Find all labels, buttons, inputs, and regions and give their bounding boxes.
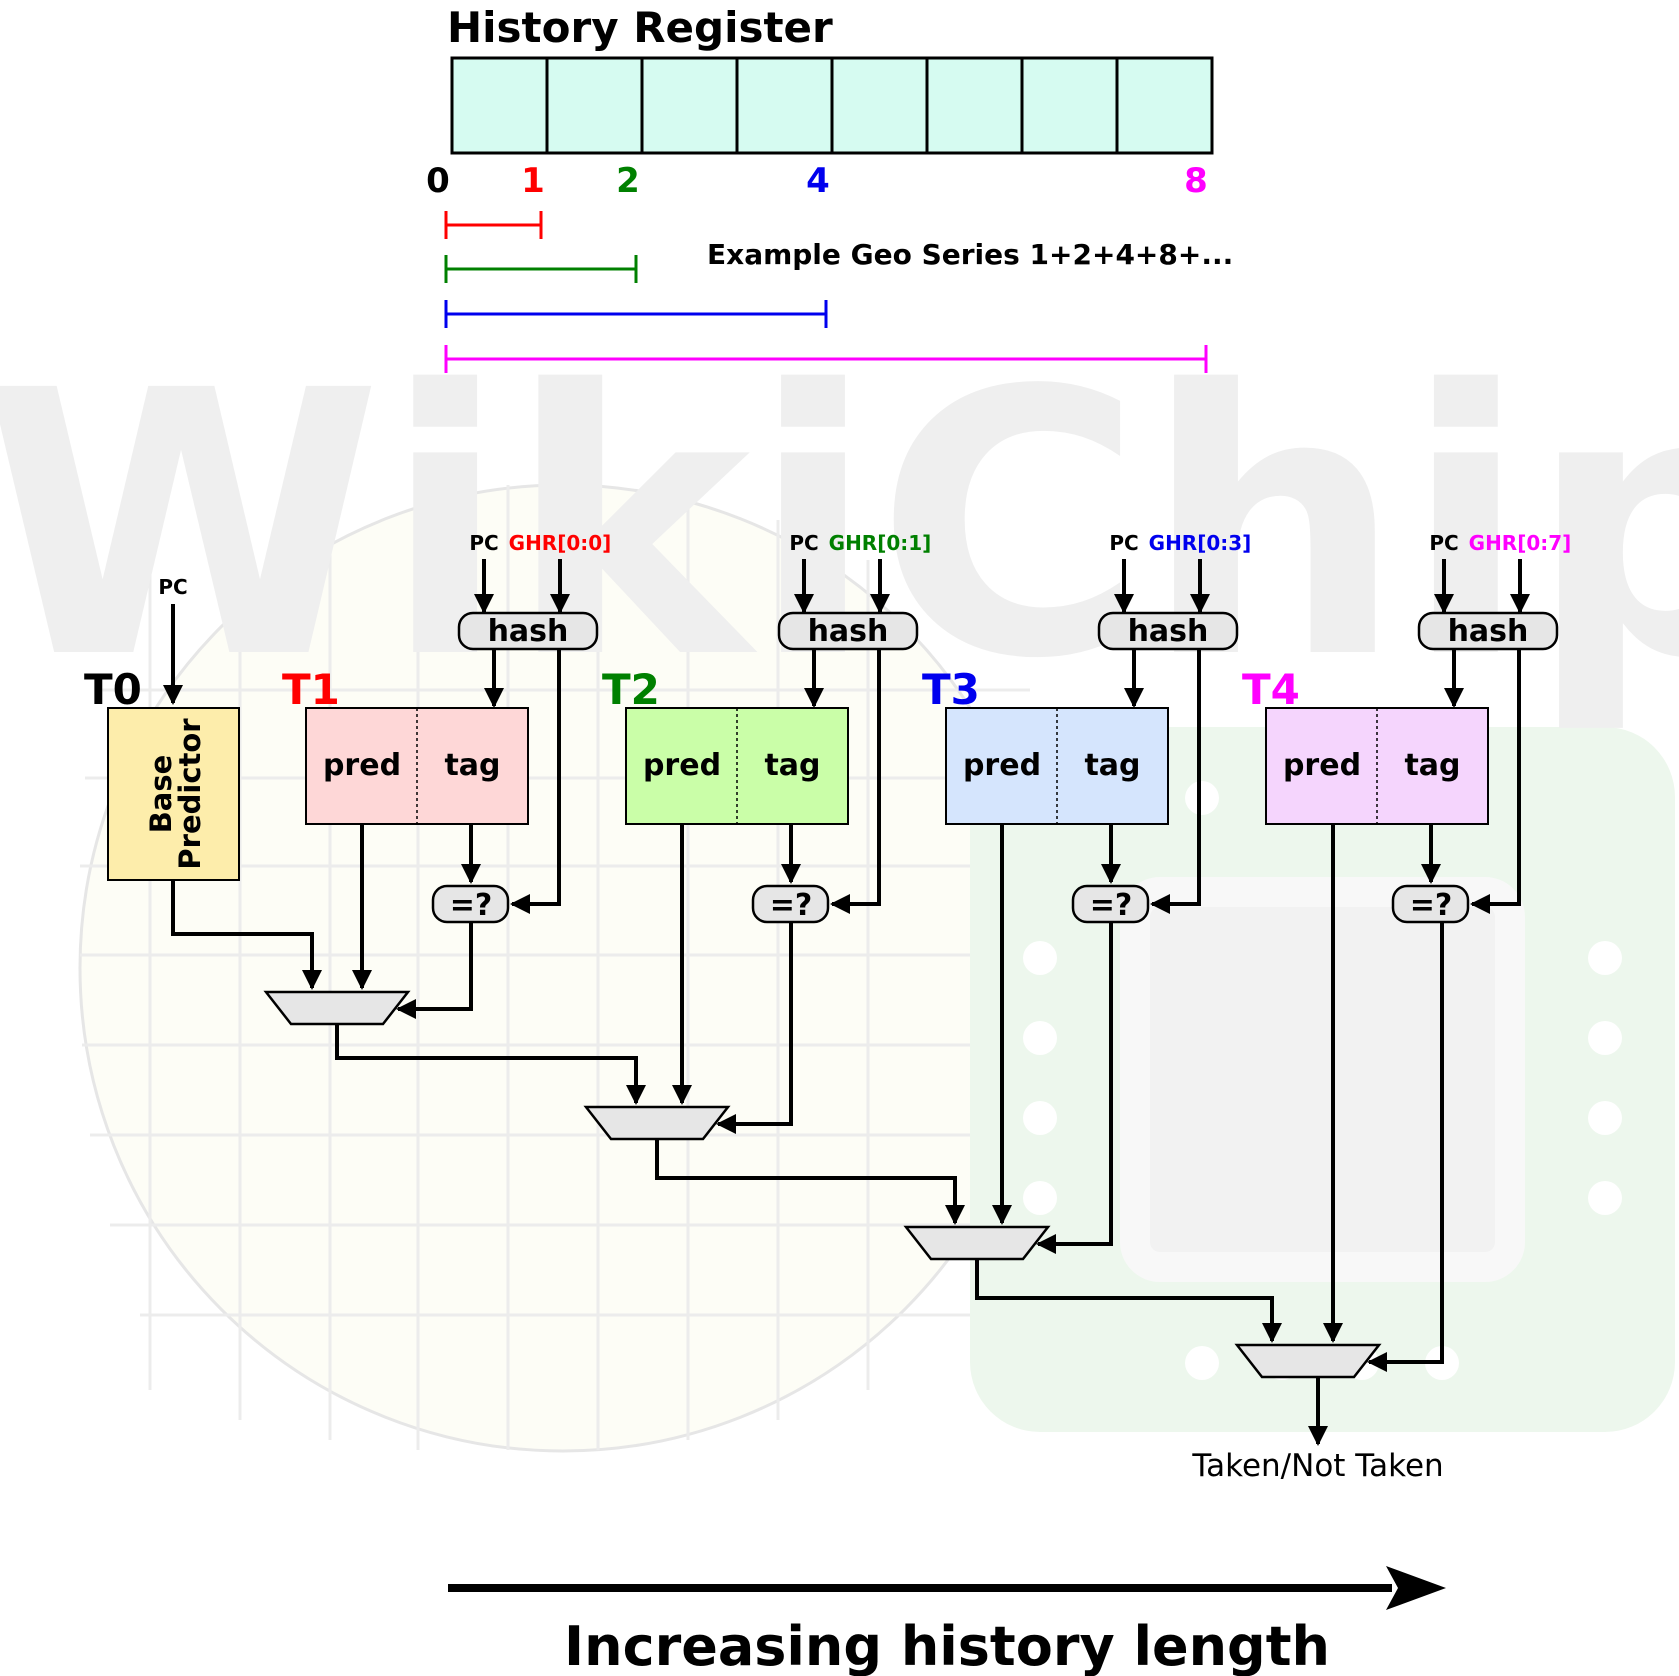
compare-box: [1391, 884, 1470, 924]
watermark-text: WikiChip: [0, 314, 1679, 739]
history-register-title: History Register: [447, 3, 833, 52]
t4-name: T4: [1242, 665, 1300, 714]
index-8: 8: [1184, 161, 1208, 201]
index-4: 4: [806, 161, 830, 201]
pred-label: pred: [643, 748, 721, 783]
index-0: 0: [426, 161, 450, 201]
mux-1: [263, 990, 411, 1026]
t4-compare-to-mux4-arrow: [1367, 922, 1444, 1372]
output-label: Taken/Not Taken: [1191, 1448, 1443, 1484]
hash-box: [457, 611, 599, 651]
mux1-to-mux2-arrow: [335, 1024, 646, 1105]
pred-label: pred: [963, 748, 1041, 783]
t3-ghr-label: GHR[0:3]: [1149, 531, 1252, 555]
mux-3: [903, 1225, 1051, 1261]
hash-label: hash: [1128, 614, 1209, 649]
hash-label: hash: [808, 614, 889, 649]
chip-core: [1120, 877, 1525, 1282]
register-cell: [640, 56, 739, 155]
span-2: [444, 255, 638, 283]
span-8: [444, 345, 1208, 373]
footer-label: Increasing history length: [564, 1615, 1330, 1676]
t1-ghr-label: GHR[0:0]: [509, 531, 612, 555]
t2-pc-label: PC: [789, 531, 818, 555]
compare-label: =?: [770, 888, 813, 923]
span-1: [444, 211, 543, 239]
compare-label: =?: [1090, 888, 1133, 923]
hash-to-compare-arrow: [830, 649, 881, 914]
index-1: 1: [521, 161, 545, 201]
compare-label: =?: [450, 888, 493, 923]
hash-label: hash: [1448, 614, 1529, 649]
hash-to-compare-arrow: [1150, 649, 1201, 914]
series-caption: Example Geo Series 1+2+4+8+...: [707, 238, 1233, 271]
hash-to-compare-arrow: [1470, 649, 1521, 914]
tag-label: tag: [764, 748, 820, 783]
t3-compare-to-mux3-arrow: [1036, 922, 1113, 1254]
watermark-graphic: WikiChip: [0, 314, 1679, 1453]
t0-name: T0: [84, 665, 142, 714]
t4-pc-label: PC: [1429, 531, 1458, 555]
base-predictor-label-2: Predictor: [173, 718, 207, 870]
register-cell: [925, 56, 1024, 155]
t2-compare-to-mux2-arrow: [716, 922, 793, 1134]
mux3-to-mux4-arrow: [975, 1259, 1282, 1343]
register-cell: [1115, 56, 1214, 155]
t1-name: T1: [282, 665, 340, 714]
hash-to-compare-arrow: [510, 649, 561, 914]
register-cells: [450, 56, 1214, 155]
register-cell: [450, 56, 549, 155]
t2-name: T2: [602, 665, 660, 714]
index-2: 2: [616, 161, 640, 201]
t0-pc-label: PC: [158, 575, 187, 599]
t3-pc-label: PC: [1109, 531, 1138, 555]
base-to-mux1-arrow: [171, 880, 322, 990]
register-cell: [735, 56, 834, 155]
mux-4: [1234, 1343, 1382, 1379]
compare-label: =?: [1410, 888, 1453, 923]
hash-box: [777, 611, 919, 651]
span-4: [444, 300, 828, 328]
hash-box: [1097, 611, 1239, 651]
table-t0: PC T0 Base Predictor: [84, 575, 240, 881]
tag-label: tag: [1404, 748, 1460, 783]
history-length-arrow: [448, 1566, 1446, 1610]
register-cell: [830, 56, 929, 155]
t4-ghr-label: GHR[0:7]: [1469, 531, 1572, 555]
mux-2: [583, 1105, 731, 1141]
hash-label: hash: [488, 614, 569, 649]
hash-box: [1417, 611, 1559, 651]
t1-compare-to-mux1-arrow: [396, 922, 473, 1019]
pred-label: pred: [323, 748, 401, 783]
mux-chain: [171, 824, 1444, 1446]
t3-name: T3: [922, 665, 980, 714]
base-predictor-box: [107, 707, 240, 881]
t2-ghr-label: GHR[0:1]: [829, 531, 932, 555]
tag-label: tag: [1084, 748, 1140, 783]
t1-pc-label: PC: [469, 531, 498, 555]
base-predictor-label-1: Base: [144, 755, 178, 834]
tag-label: tag: [444, 748, 500, 783]
history-register: History Register 0 1 2 4 8 Example Geo S…: [426, 3, 1233, 373]
register-cell: [545, 56, 644, 155]
register-cell: [1020, 56, 1119, 155]
pred-label: pred: [1283, 748, 1361, 783]
mux2-to-mux3-arrow: [655, 1139, 965, 1225]
